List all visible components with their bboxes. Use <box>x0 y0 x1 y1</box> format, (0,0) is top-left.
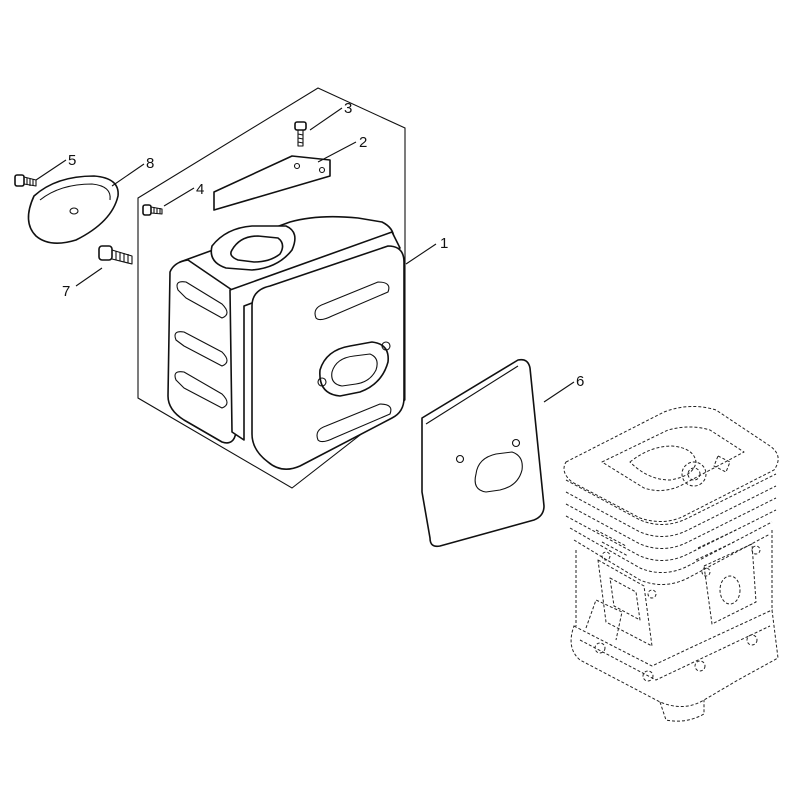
callout-6: 6 <box>576 373 584 390</box>
leader-line-3 <box>309 107 343 131</box>
leader-line-5 <box>35 159 67 181</box>
leader-line-8 <box>111 163 145 187</box>
part-socket-screw <box>294 121 307 147</box>
callout-8: 8 <box>146 155 154 172</box>
callout-1: 1 <box>440 235 448 252</box>
callout-2: 2 <box>359 134 367 151</box>
engine-cylinder-reference <box>563 406 779 722</box>
part-muffler-body <box>167 215 405 470</box>
leader-line-2 <box>317 141 357 163</box>
callout-4: 4 <box>196 181 204 198</box>
leader-line-6 <box>543 381 575 403</box>
part-small-screw-4 <box>142 204 163 216</box>
part-heat-shield-plate <box>213 155 331 211</box>
leader-line-7 <box>75 267 103 287</box>
part-small-screw-5 <box>14 174 37 187</box>
part-bolt-7 <box>98 245 133 265</box>
leader-line-4 <box>163 187 195 207</box>
part-oval-cover <box>27 175 119 244</box>
part-gasket <box>421 358 545 548</box>
callout-3: 3 <box>344 100 352 117</box>
callout-5: 5 <box>68 152 76 169</box>
callout-7: 7 <box>62 283 70 300</box>
leader-line-1 <box>405 243 437 265</box>
assembly-frame <box>137 87 406 489</box>
